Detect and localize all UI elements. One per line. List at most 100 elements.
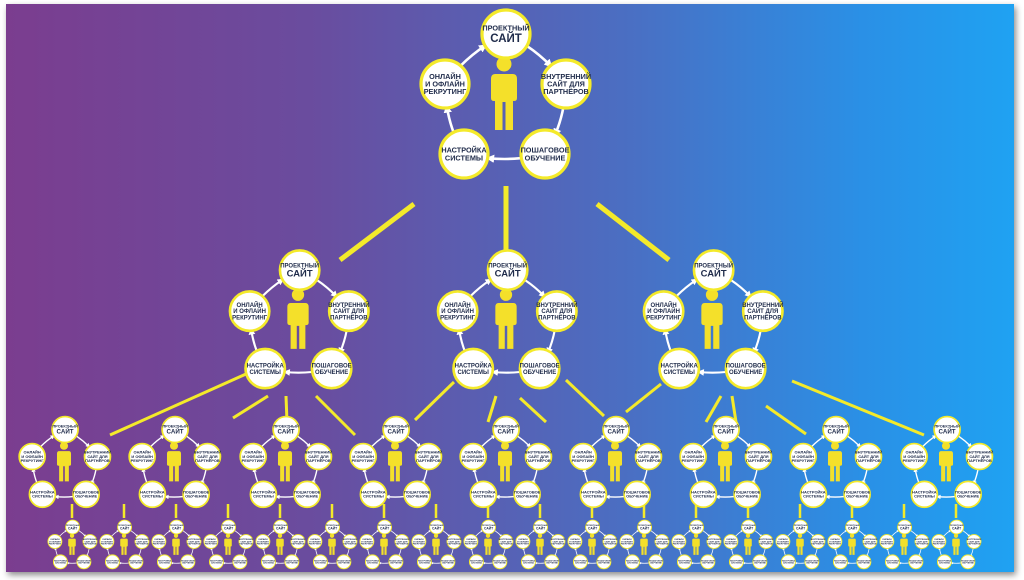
person-icon [56,441,72,482]
internal-label-line: ВНУТРЕННИЙ [551,538,566,541]
arrow-icon [626,435,642,448]
node-ring [741,519,757,535]
person-head [59,441,69,450]
recruit-label-line: ОНЛАЙН [906,450,923,455]
node-ring [712,415,740,444]
arrow-icon [502,548,506,557]
training-label-line: ОБУЧЕНИЕ [598,563,610,565]
internal-label-line: ВНУТРЕННИЙ [811,538,826,541]
person-head [69,533,75,538]
node-ring [221,519,237,535]
setup-label-line: НАСТРОЙКА [834,559,848,562]
arrow-icon [267,530,276,537]
setup-label-line: СИСТЕМЫ [693,494,714,499]
recruit-label-line: И ОФЛАЙН [205,540,217,543]
connector-line [564,378,606,418]
site-label-line: ПРОЕКТНЫЙ [950,524,964,527]
person-head [830,441,840,450]
node-ring [28,480,57,509]
setup-label-line: СИСТЕМЫ [250,370,281,376]
node-ring [648,554,664,570]
node-ring [327,290,370,333]
recruit-label-line: ОНЛАЙН [622,538,632,541]
setup-label-line: НАСТРОЙКА [361,490,386,495]
training-label-line: ПОШАГОВОЕ [734,490,761,495]
arrow-icon [485,154,521,163]
node-ring [900,442,928,471]
arrow-icon [582,467,589,485]
site-label-line: САЙТ [536,526,545,530]
training-label-line: ОБУЧЕНИЕ [702,563,714,565]
person-body [796,538,804,555]
arrow-icon [481,435,496,448]
node-ring [843,480,871,509]
setup-label-line: НАСТРОЙКА [455,361,493,369]
arrow-icon [261,278,285,297]
arrow-icon [262,547,266,557]
setup-label-line: СИСТЕМЫ [142,494,163,499]
node-ring [822,415,850,444]
recruit-label-line: И ОФЛАЙН [829,540,841,543]
recruit-label-line: ОНЛАЙН [429,72,461,81]
node-ring [637,519,653,535]
recruit-label-line: РЕКРУТИНГ [462,458,486,463]
node-ring [325,519,341,535]
arrow-icon [459,44,488,67]
internal-label-line: ВНУТРЕННИЙ [966,450,993,455]
training-label-line: ОБУЧЕНИЕ [546,563,558,565]
node-ring [481,519,497,535]
setup-label-line: СИСТЕМЫ [55,563,66,565]
arrow-icon [782,547,786,557]
arrow-icon [138,548,142,557]
setup-label-line: НАСТРОЙКА [678,559,692,562]
recruit-label-line: ОНЛАЙН [830,538,840,541]
internal-label-line: ВНУТРЕННИЙ [863,538,878,541]
node-ring [567,534,583,549]
internal-label-line: САЙТ ДЛЯ [917,540,928,543]
recruit-label-line: ОНЛАЙН [245,450,262,455]
person-icon [276,533,284,555]
recruit-label-line: ОНЛАЙН [882,538,892,541]
person-head [496,56,512,72]
setup-label-line: СИСТЕМЫ [803,494,824,499]
training-label-line: ПОШАГОВОЕ [857,559,872,562]
setup-label-line: СИСТЕМЫ [679,563,690,565]
person-icon [495,288,517,349]
node-ring [182,480,210,509]
site-label-line: САЙТ [287,268,313,279]
recruit-label-line: РЕКРУТИНГ [569,543,582,545]
person-body [276,538,284,555]
node-ring [446,534,462,549]
arrow-icon [675,278,699,297]
node-ring [249,480,278,509]
arrow-icon [59,530,68,537]
arrow-icon [574,547,578,557]
arrow-icon [662,327,673,354]
setup-label-line: СИСТЕМЫ [253,494,274,499]
node-ring [692,249,735,292]
site-label-line: САЙТ [167,428,184,436]
setup-label-line: СИСТЕМЫ [445,153,483,162]
connector-line [791,379,925,437]
arrow-icon [296,435,312,448]
